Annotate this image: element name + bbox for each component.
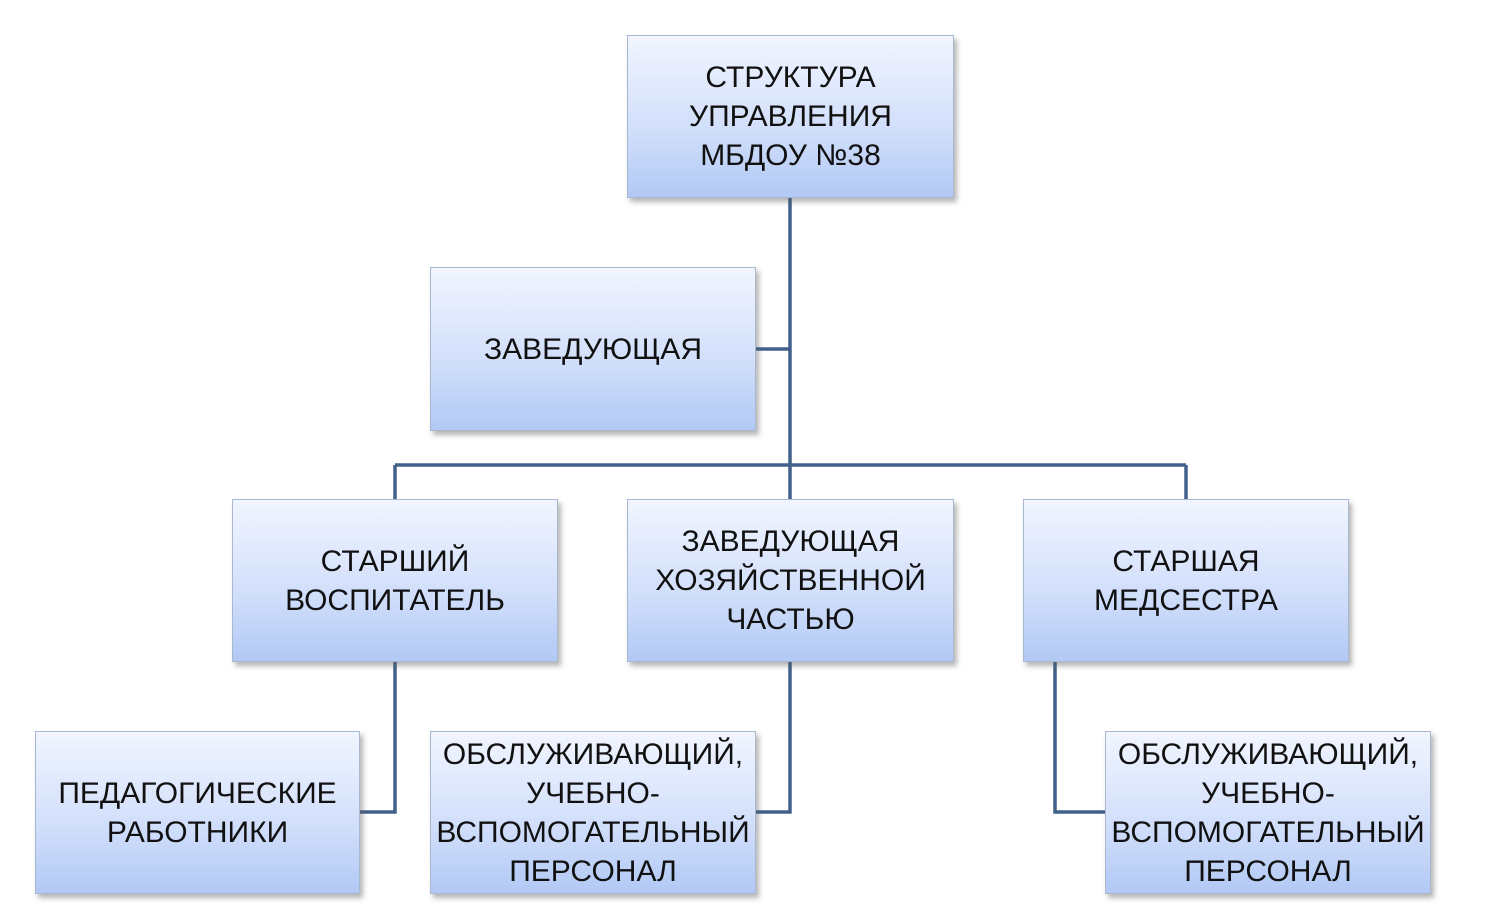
node-head-nurse: СТАРШАЯ МЕДСЕСТРА: [1023, 499, 1349, 662]
connector-support-staff-1: [756, 662, 792, 814]
node-head-nurse-label: СТАРШАЯ МЕДСЕСТРА: [1094, 544, 1278, 617]
node-senior-educator: СТАРШИЙ ВОСПИТАТЕЛЬ: [232, 499, 558, 662]
node-root: СТРУКТУРА УПРАВЛЕНИЯ МБДОУ №38: [627, 35, 954, 198]
node-support-staff-1-label: ОБСЛУЖИВАЮЩИЙ, УЧЕБНО- ВСПОМОГАТЕЛЬНЫЙ П…: [436, 737, 750, 888]
node-head: ЗАВЕДУЮЩАЯ: [430, 267, 756, 431]
node-support-staff-2-label: ОБСЛУЖИВАЮЩИЙ, УЧЕБНО- ВСПОМОГАТЕЛЬНЫЙ П…: [1111, 737, 1425, 888]
node-support-staff-2: ОБСЛУЖИВАЮЩИЙ, УЧЕБНО- ВСПОМОГАТЕЛЬНЫЙ П…: [1105, 731, 1431, 894]
connector-support-staff-2: [1053, 662, 1105, 814]
node-teachers: ПЕДАГОГИЧЕСКИЕ РАБОТНИКИ: [35, 731, 360, 894]
node-support-staff-1: ОБСЛУЖИВАЮЩИЙ, УЧЕБНО- ВСПОМОГАТЕЛЬНЫЙ П…: [430, 731, 756, 894]
node-head-label: ЗАВЕДУЮЩАЯ: [484, 332, 702, 366]
node-household-manager-label: ЗАВЕДУЮЩАЯ ХОЗЯЙСТВЕННОЙ ЧАСТЬЮ: [655, 525, 926, 636]
node-teachers-label: ПЕДАГОГИЧЕСКИЕ РАБОТНИКИ: [58, 776, 337, 849]
connector-teachers: [360, 662, 397, 814]
node-household-manager: ЗАВЕДУЮЩАЯ ХОЗЯЙСТВЕННОЙ ЧАСТЬЮ: [627, 499, 954, 662]
node-senior-educator-label: СТАРШИЙ ВОСПИТАТЕЛЬ: [285, 544, 505, 617]
node-root-label: СТРУКТУРА УПРАВЛЕНИЯ МБДОУ №38: [689, 61, 892, 172]
